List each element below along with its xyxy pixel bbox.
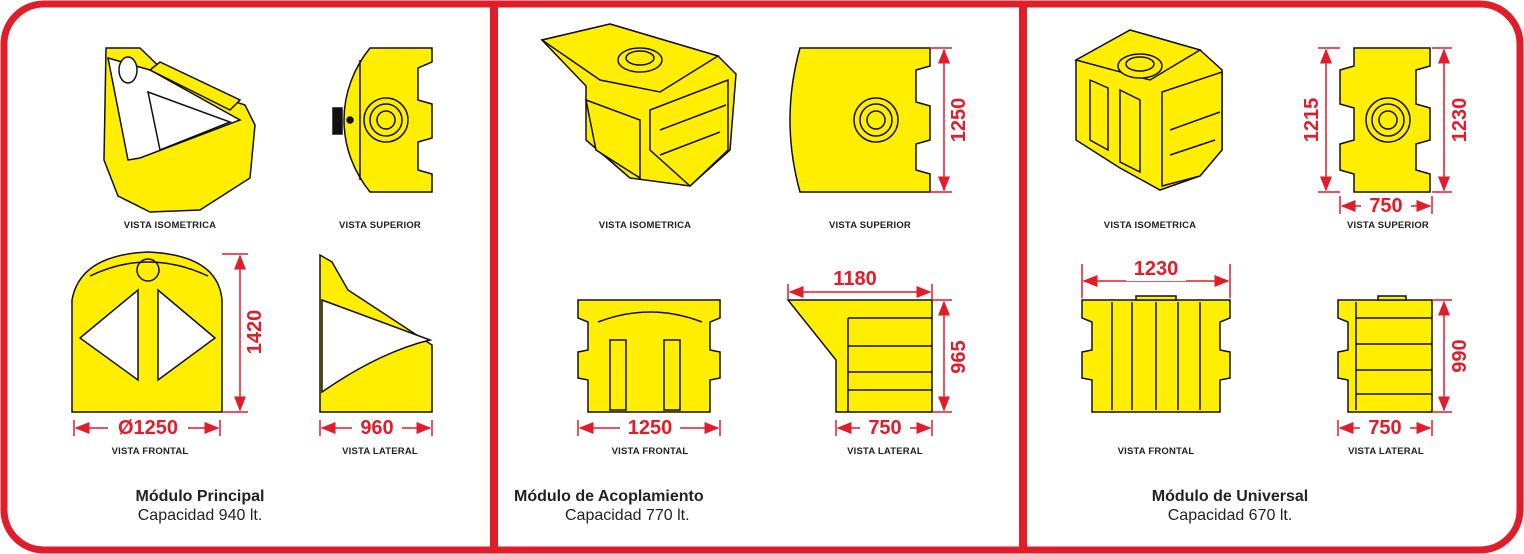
divider-2 [1019,4,1027,550]
module2-label-front: VISTA FRONTAL [611,446,689,457]
module2-dim-depth: 750 [860,417,910,440]
module2-dim-lines [577,47,952,436]
module2-dim-top-length: 1250 [948,97,970,143]
divider-1 [490,4,498,550]
module3-dim-top-width: 750 [1361,195,1411,218]
module2-label-isometric: VISTA ISOMETRICA [598,220,692,231]
module3-label-side: VISTA LATERAL [1348,446,1424,457]
module3-dim-top-left: 1215 [1301,97,1323,143]
module3-dim-depth: 750 [1360,417,1410,440]
module3-side-view [1337,295,1433,413]
module2-front-view [577,299,721,413]
module1-top-view [332,47,433,193]
module3-dim-lines [1081,47,1452,436]
module2-isometric-view [540,23,737,188]
module3-title: Módulo de Universal [1151,488,1309,505]
module3-capacity: Capacidad 670 lt. [1167,507,1293,524]
module1-dim-depth: 960 [352,417,402,440]
module2-capacity: Capacidad 770 lt. [565,507,690,524]
module1-dim-height: 1420 [244,309,266,355]
module1-isometric-view [103,47,256,213]
module3-front-view [1081,295,1231,413]
module2-dim-side-width: 1180 [825,268,885,291]
module2-label-top: VISTA SUPERIOR [829,220,911,231]
module2-side-view [786,299,933,413]
module3-isometric-view [1074,29,1223,191]
module2-title: Módulo de Acoplamiento [514,488,704,505]
module3-label-top: VISTA SUPERIOR [1347,220,1429,231]
module1-label-side: VISTA LATERAL [342,446,418,457]
module1-front-view [71,251,223,413]
module1-label-top: VISTA SUPERIOR [339,220,421,231]
module1-label-front: VISTA FRONTAL [111,446,189,457]
module2-dim-front-width: 1250 [620,417,680,440]
module3-dim-top-right: 1230 [1449,97,1471,143]
module2-label-side: VISTA LATERAL [847,446,923,457]
module1-dim-diameter: Ø1250 [108,417,188,440]
module2-top-view [789,47,931,193]
module1-side-view [319,253,433,413]
module1-capacity: Capacidad 940 lt. [137,507,263,524]
module3-dim-height: 990 [1449,339,1471,373]
module3-label-isometric: VISTA ISOMETRICA [1103,220,1197,231]
module3-dim-front-width: 1230 [1126,258,1186,281]
module3-top-view [1339,47,1431,193]
module2-dim-height: 965 [948,340,970,374]
module3-label-front: VISTA FRONTAL [1117,446,1195,457]
module1-label-isometric: VISTA ISOMETRICA [123,220,217,231]
module1-title: Módulo Principal [135,488,265,505]
